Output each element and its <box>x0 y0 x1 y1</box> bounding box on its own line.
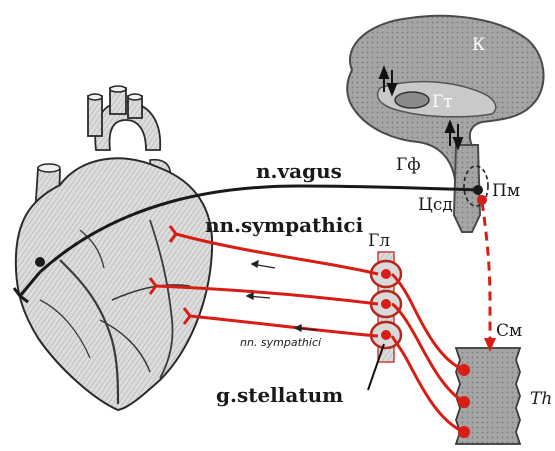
heart-illustration <box>16 86 212 410</box>
label-stellatum: g.stellatum <box>216 383 343 407</box>
label-pituitary: Гф <box>396 155 421 175</box>
label-hypothalamus: Гт <box>432 92 453 112</box>
label-medulla: Пм <box>492 181 520 201</box>
direction-arrow-icon <box>252 261 275 268</box>
label-thoracic: Th <box>530 389 552 409</box>
label-sympathici: nn.sympathici <box>205 213 364 237</box>
label-cardiovascular-center: Цсд <box>418 195 453 215</box>
label-ganglion: Гл <box>368 231 390 251</box>
label-vagus: n.vagus <box>256 159 342 183</box>
label-cortex: К <box>472 35 485 55</box>
label-sympathici-small: nn. sympathici <box>240 336 321 349</box>
stellatum-pointer-line <box>368 344 384 390</box>
label-spinal-cord: См <box>496 321 522 341</box>
